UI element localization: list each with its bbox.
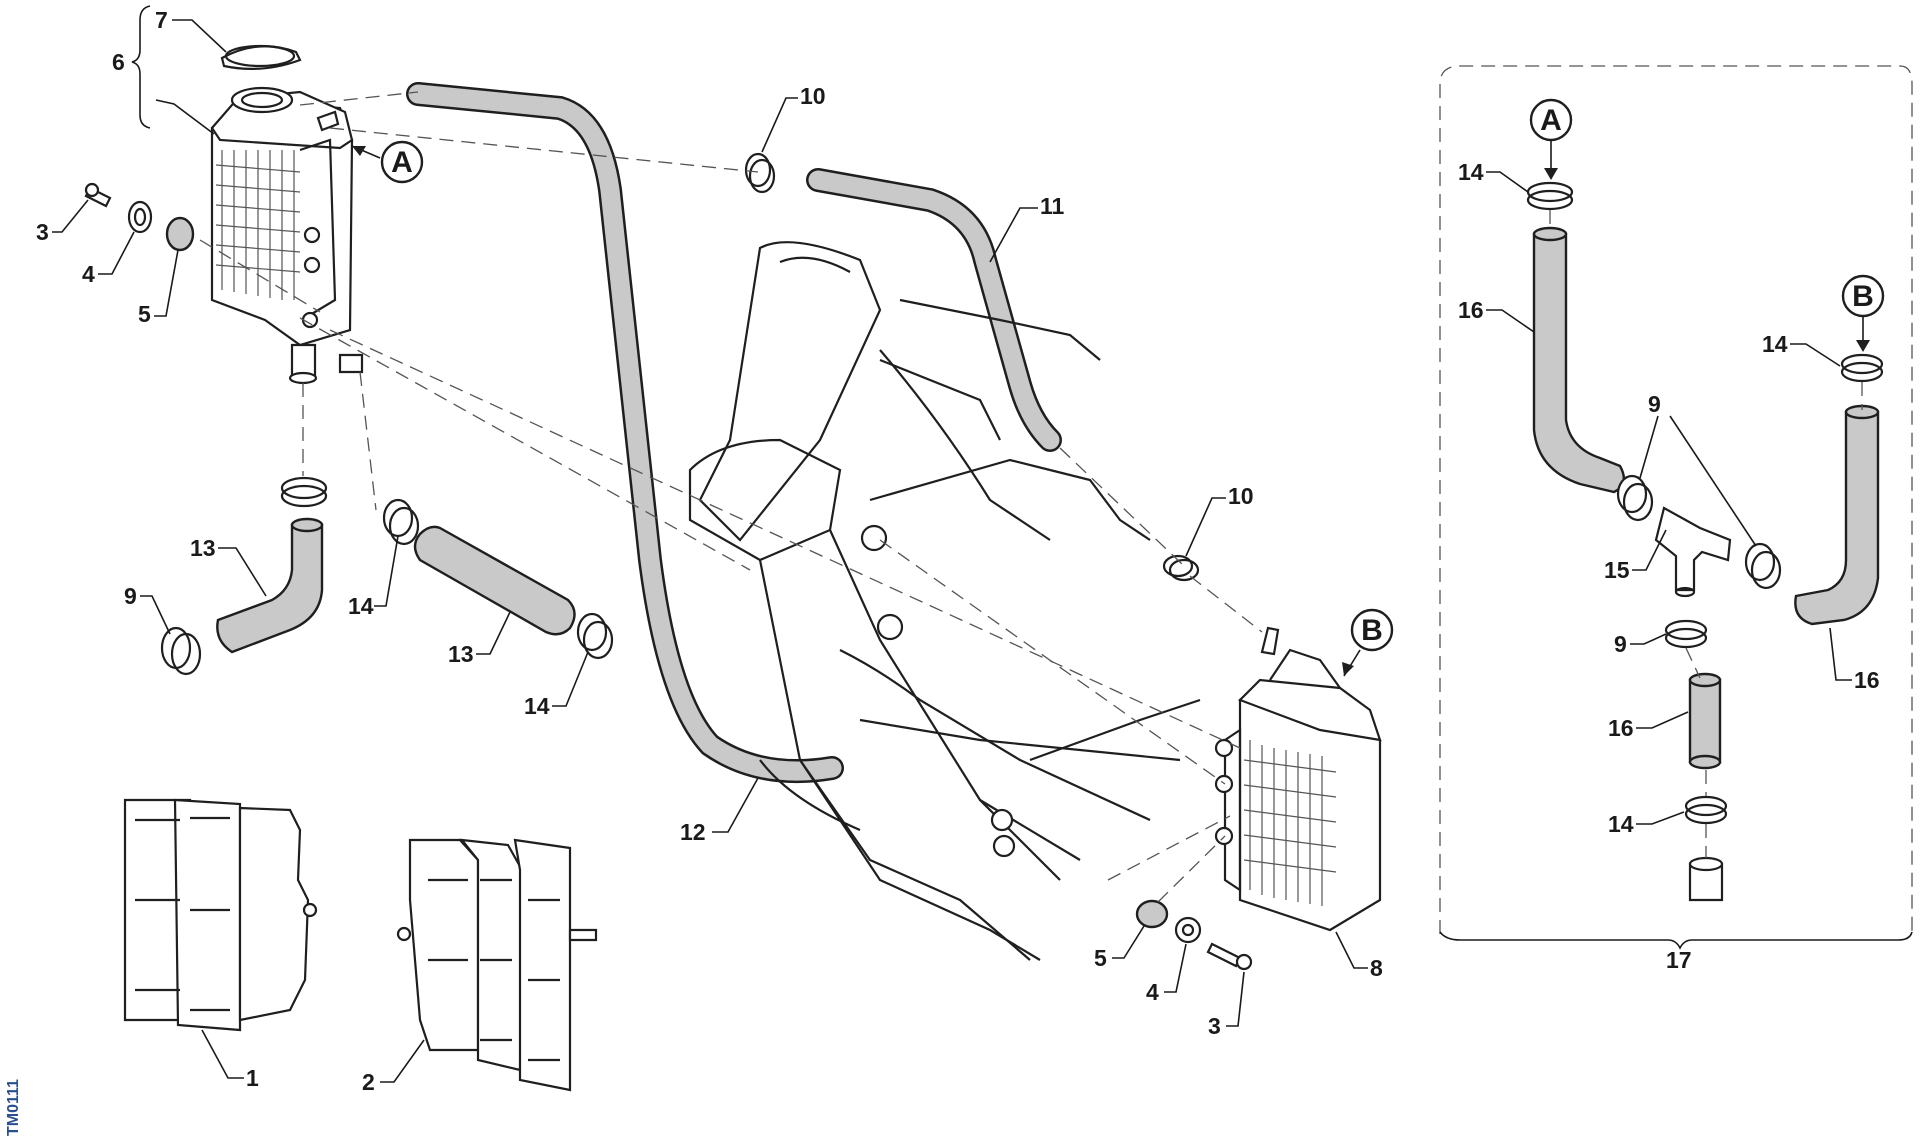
- svg-text:14: 14: [1458, 159, 1484, 185]
- svg-text:16: 16: [1608, 715, 1634, 741]
- callout-14-left-a: 14: [348, 535, 399, 619]
- svg-text:9: 9: [124, 583, 137, 609]
- callout-13-left: 13: [190, 535, 267, 597]
- svg-text:14: 14: [348, 593, 374, 619]
- callout-14-kit-a: 14: [1458, 159, 1529, 193]
- svg-text:13: 13: [448, 641, 474, 667]
- callout-9-left: 9: [124, 583, 171, 635]
- callouts: 7 6 3 4 5 13 9 14: [36, 7, 1880, 1095]
- svg-text:10: 10: [1228, 483, 1254, 509]
- callout-10-top: 10: [761, 83, 826, 153]
- callout-4-right: 4: [1146, 943, 1187, 1005]
- svg-text:17: 17: [1666, 947, 1692, 973]
- callout-1: 1: [201, 1029, 259, 1091]
- callout-14-kit-b: 14: [1762, 331, 1841, 367]
- marker-a-kit: A: [1529, 98, 1573, 180]
- svg-text:16: 16: [1458, 297, 1484, 323]
- svg-text:14: 14: [1762, 331, 1788, 357]
- svg-text:13: 13: [190, 535, 216, 561]
- callout-12: 12: [680, 777, 759, 845]
- svg-text:8: 8: [1370, 955, 1383, 981]
- callout-17: 17: [1666, 947, 1692, 973]
- hose-11: [806, 168, 1062, 452]
- callout-13-mid: 13: [448, 611, 511, 667]
- callout-5-left: 5: [138, 249, 179, 327]
- left-lower-hose: [160, 476, 614, 676]
- alignment-lines: [199, 91, 1263, 903]
- radiator-guard-2: [396, 838, 598, 1092]
- radiator-guard-1: [123, 798, 318, 1032]
- radiator-cap: [220, 44, 302, 70]
- svg-text:9: 9: [1648, 391, 1661, 417]
- callout-16-kit-a: 16: [1458, 297, 1535, 333]
- callout-14-left-b: 14: [524, 651, 589, 719]
- svg-text:A: A: [391, 146, 413, 179]
- svg-text:14: 14: [524, 693, 550, 719]
- callout-15: 15: [1604, 529, 1667, 583]
- svg-text:9: 9: [1614, 631, 1627, 657]
- callout-10-right: 10: [1185, 483, 1254, 557]
- frame: [688, 241, 1201, 961]
- svg-text:15: 15: [1604, 557, 1630, 583]
- svg-text:7: 7: [155, 7, 168, 33]
- callout-2: 2: [362, 1039, 425, 1095]
- svg-text:5: 5: [1094, 945, 1107, 971]
- callout-9-kit-bottom: 9: [1614, 631, 1667, 657]
- svg-text:4: 4: [82, 261, 95, 287]
- svg-text:14: 14: [1608, 811, 1634, 837]
- right-radiator: [1214, 626, 1382, 932]
- hose-kit-17: [1439, 65, 1913, 950]
- callout-6: 6: [112, 49, 125, 75]
- callout-3-left: 3: [36, 199, 89, 245]
- svg-text:5: 5: [138, 301, 151, 327]
- svg-text:3: 3: [1208, 1013, 1221, 1039]
- svg-text:1: 1: [246, 1065, 259, 1091]
- svg-text:2: 2: [362, 1069, 375, 1095]
- clamps-10: [744, 152, 1200, 582]
- svg-text:B: B: [1361, 614, 1383, 647]
- svg-text:10: 10: [800, 83, 826, 109]
- svg-text:4: 4: [1146, 979, 1159, 1005]
- drawing-code: TM0111: [5, 1079, 22, 1136]
- left-mount-hardware: [84, 182, 195, 252]
- leader-6-radiator: [155, 99, 215, 135]
- svg-text:11: 11: [1040, 193, 1065, 219]
- callout-3-right: 3: [1208, 971, 1245, 1039]
- svg-text:B: B: [1852, 280, 1874, 313]
- callout-4-left: 4: [82, 231, 135, 287]
- marker-b-right: B: [1342, 608, 1394, 677]
- long-hose-12: [406, 82, 844, 784]
- left-radiator: [210, 86, 364, 385]
- callout-14-kit-c: 14: [1608, 811, 1685, 837]
- callout-16-kit-c: 16: [1608, 711, 1689, 741]
- callout-7: 7: [155, 7, 227, 53]
- marker-a-left: A: [351, 140, 424, 184]
- marker-b-kit: B: [1841, 274, 1885, 352]
- callout-9-kit-top: 9: [1639, 391, 1757, 547]
- svg-text:3: 3: [36, 219, 49, 245]
- callout-16-kit-b: 16: [1829, 627, 1880, 693]
- svg-text:A: A: [1540, 104, 1562, 137]
- callout-5-right: 5: [1094, 925, 1145, 971]
- callout-11: 11: [989, 193, 1065, 263]
- svg-text:16: 16: [1854, 667, 1880, 693]
- svg-text:6: 6: [112, 49, 125, 75]
- svg-text:12: 12: [680, 819, 706, 845]
- callout-8: 8: [1335, 931, 1383, 981]
- group-brace-6: [131, 5, 151, 129]
- right-mount-hardware: [1135, 899, 1253, 971]
